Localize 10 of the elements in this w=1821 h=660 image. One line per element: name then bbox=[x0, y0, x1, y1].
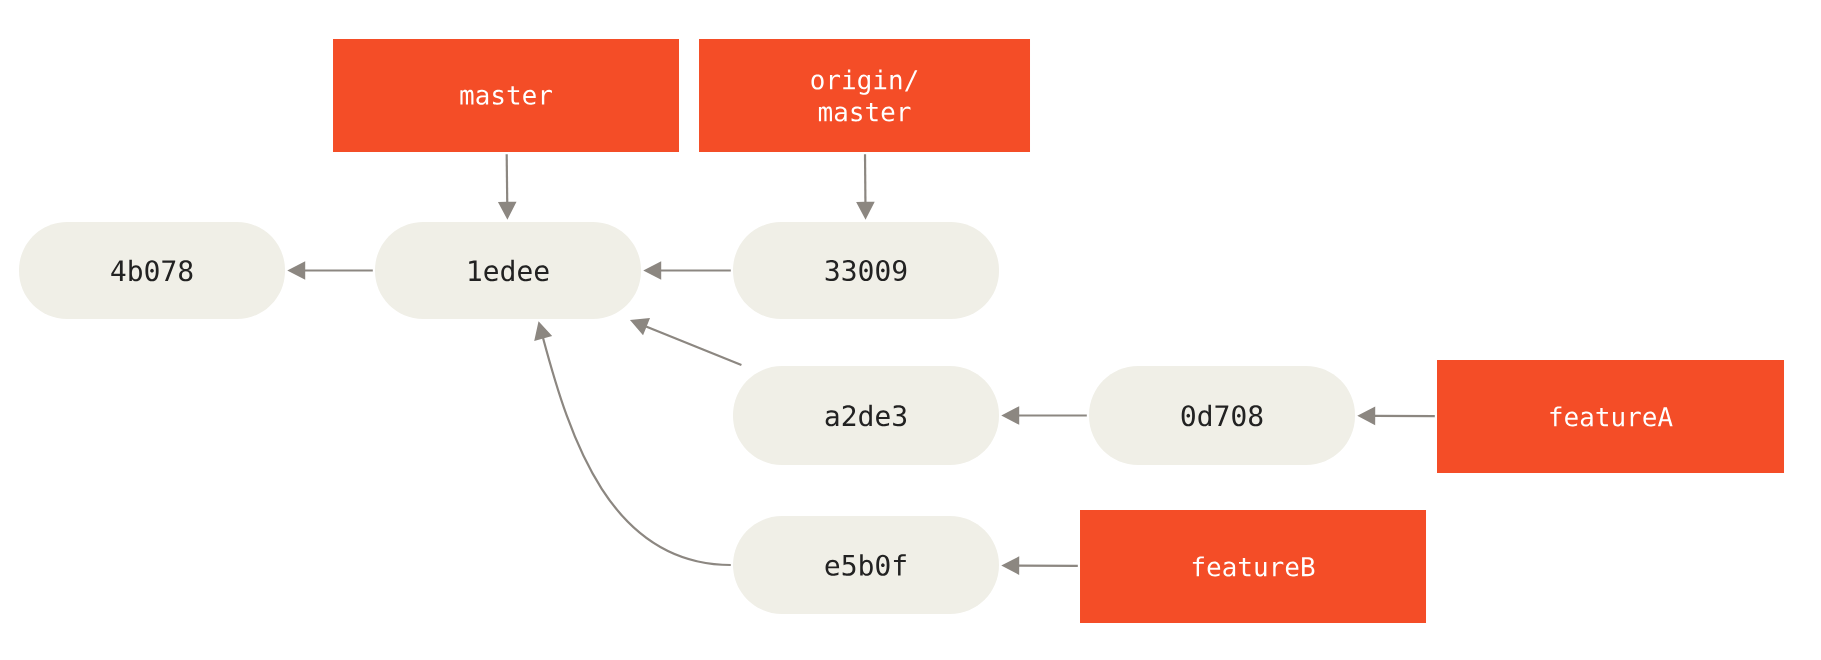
commit-pill: 0d708 bbox=[1089, 366, 1355, 465]
commit-pill: 33009 bbox=[733, 222, 999, 319]
branch-label-box: featureA bbox=[1437, 360, 1784, 473]
commit-pill: 4b078 bbox=[19, 222, 285, 319]
branch-label-box: origin/ master bbox=[699, 39, 1030, 152]
commit-pill: e5b0f bbox=[733, 516, 999, 614]
branch-label-box: master bbox=[333, 39, 679, 152]
commit-pill: 1edee bbox=[375, 222, 641, 319]
branch-label-box: featureB bbox=[1080, 510, 1426, 623]
commit-pill: a2de3 bbox=[733, 366, 999, 465]
